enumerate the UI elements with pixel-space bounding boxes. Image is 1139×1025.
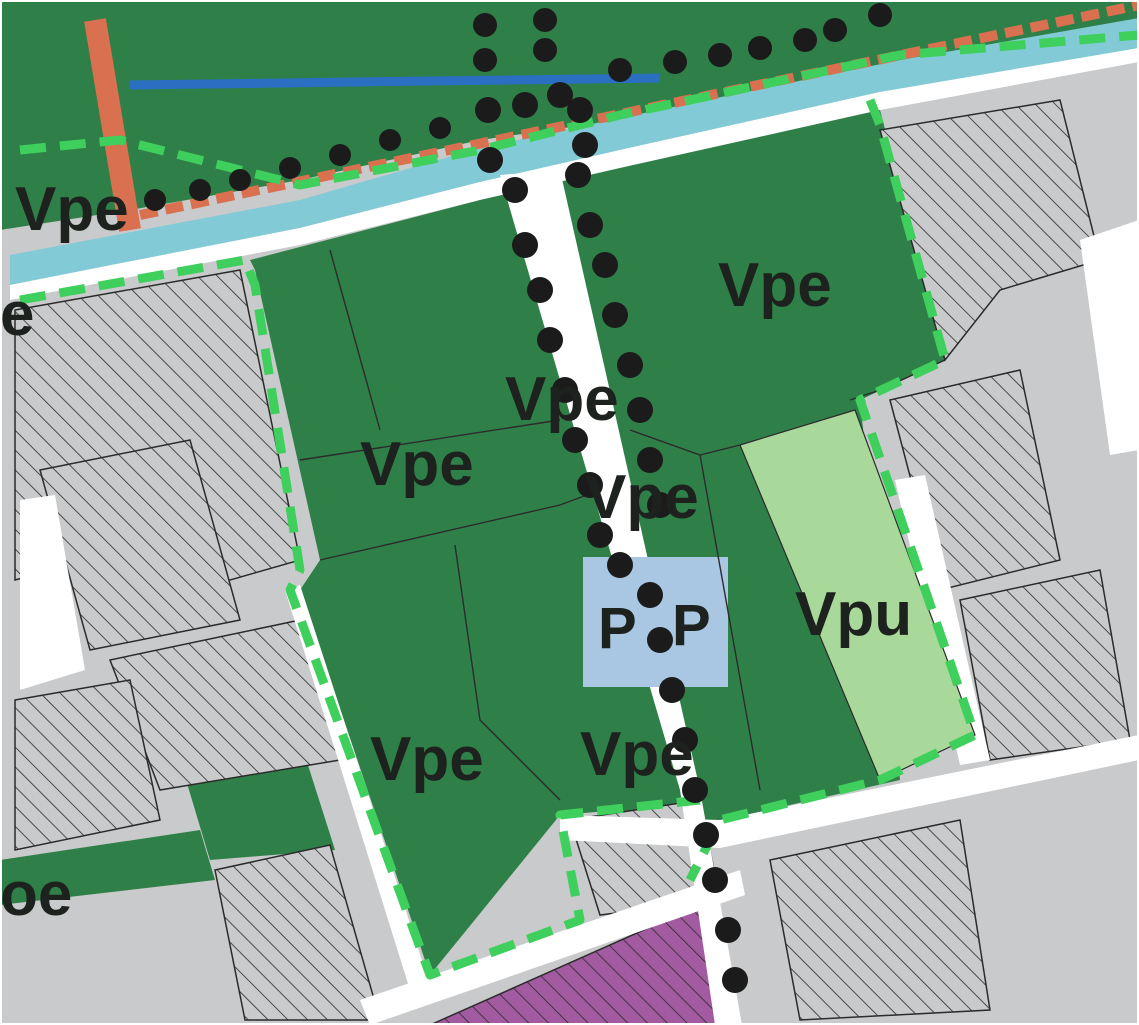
parcel-lines	[299, 249, 946, 801]
label-vpe-west: Vpe	[360, 430, 474, 499]
label-vpe-south-west: Vpe	[370, 725, 484, 794]
tree-rows	[144, 3, 892, 993]
label-vpe-centre-strip: Vpe	[505, 365, 619, 434]
label-vpe-left-edge: e	[0, 280, 34, 349]
parking-area	[583, 557, 728, 687]
zone-boundaries	[19, 30, 1139, 980]
zone-labels: Vpe e Vpe Vpe Vpe Vpe Vpu P P Vpe Vpe oe	[0, 175, 912, 929]
label-vpe-north-east: Vpe	[718, 251, 832, 320]
label-vpe-bottom-left: oe	[0, 860, 72, 929]
label-vpe-top-left: Vpe	[15, 175, 129, 244]
label-parking-1: P	[598, 596, 637, 661]
built-parcels	[14, 99, 1131, 1021]
public-green-vpu	[739, 409, 976, 781]
label-vpu: Vpu	[795, 580, 912, 649]
label-vpe-centre: Vpe	[585, 463, 699, 532]
water-line	[129, 73, 661, 90]
green-area-bottom-left	[0, 830, 215, 905]
label-parking-2: P	[672, 593, 711, 658]
label-vpe-south: Vpe	[580, 720, 694, 789]
